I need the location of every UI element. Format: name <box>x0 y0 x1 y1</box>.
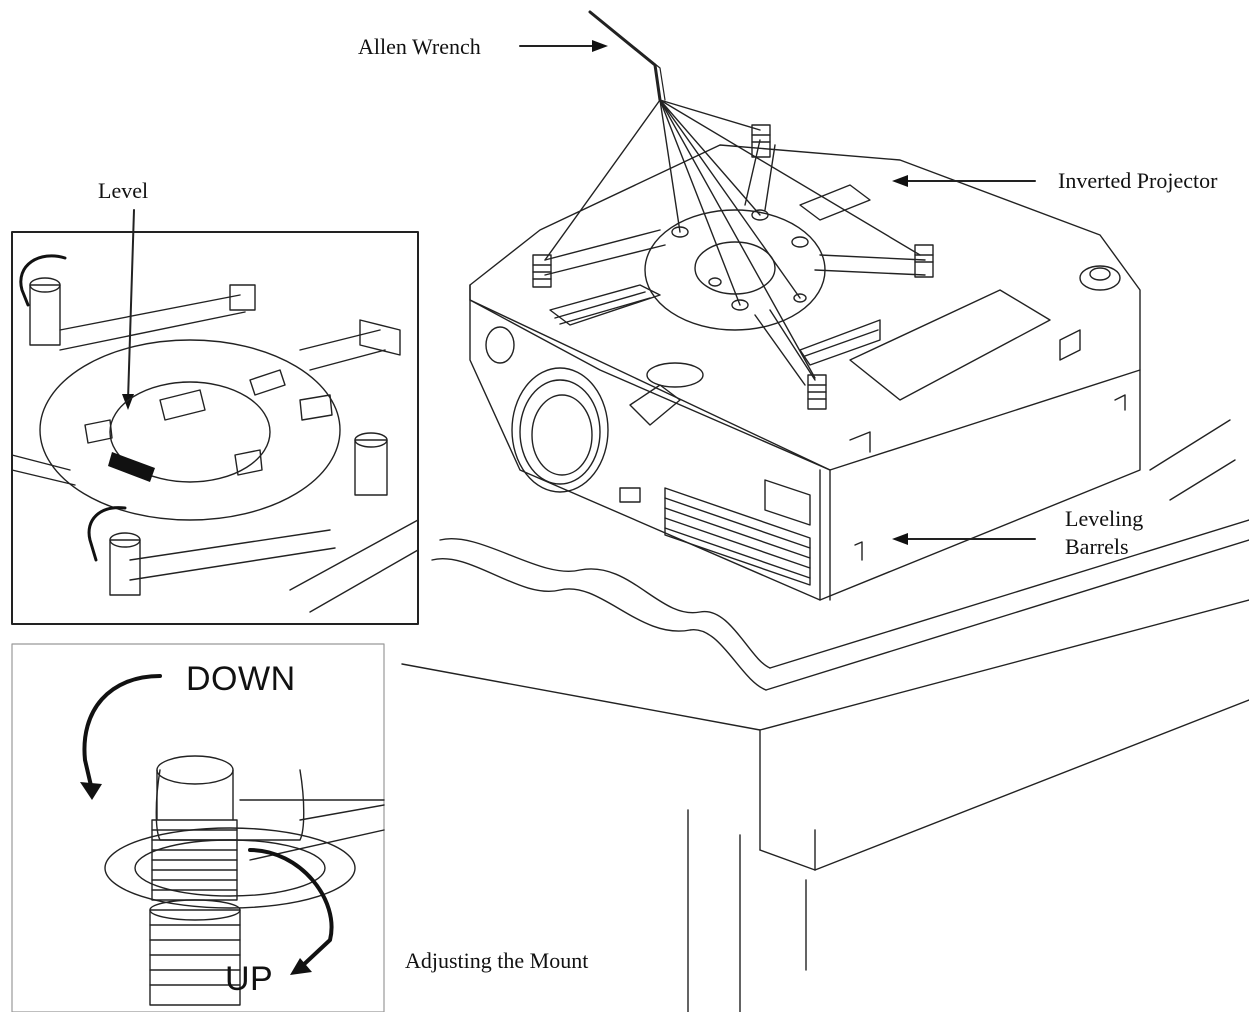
rotation-arrows-inset1 <box>19 254 127 562</box>
callout-arrows <box>127 45 1036 540</box>
label-down: DOWN <box>186 660 296 698</box>
label-allen-wrench: Allen Wrench <box>358 34 481 59</box>
inverted-projector-drawing <box>469 144 1141 601</box>
label-adjusting-the-mount: Adjusting the Mount <box>405 948 589 973</box>
level-bubble <box>108 452 155 482</box>
label-up: UP <box>225 960 274 998</box>
label-leveling-barrels-line2: Barrels <box>1065 534 1129 559</box>
label-level: Level <box>98 178 149 203</box>
rotation-arrows-inset2 <box>82 674 334 970</box>
level-detail-inset <box>11 231 419 625</box>
table <box>401 419 1249 1012</box>
label-leveling-barrels-line1: Leveling <box>1065 506 1144 531</box>
mount-plate <box>532 124 934 410</box>
adjust-detail-inset <box>11 643 385 1012</box>
allen-wrench-drawing <box>544 10 921 379</box>
label-inverted-projector: Inverted Projector <box>1058 168 1218 193</box>
